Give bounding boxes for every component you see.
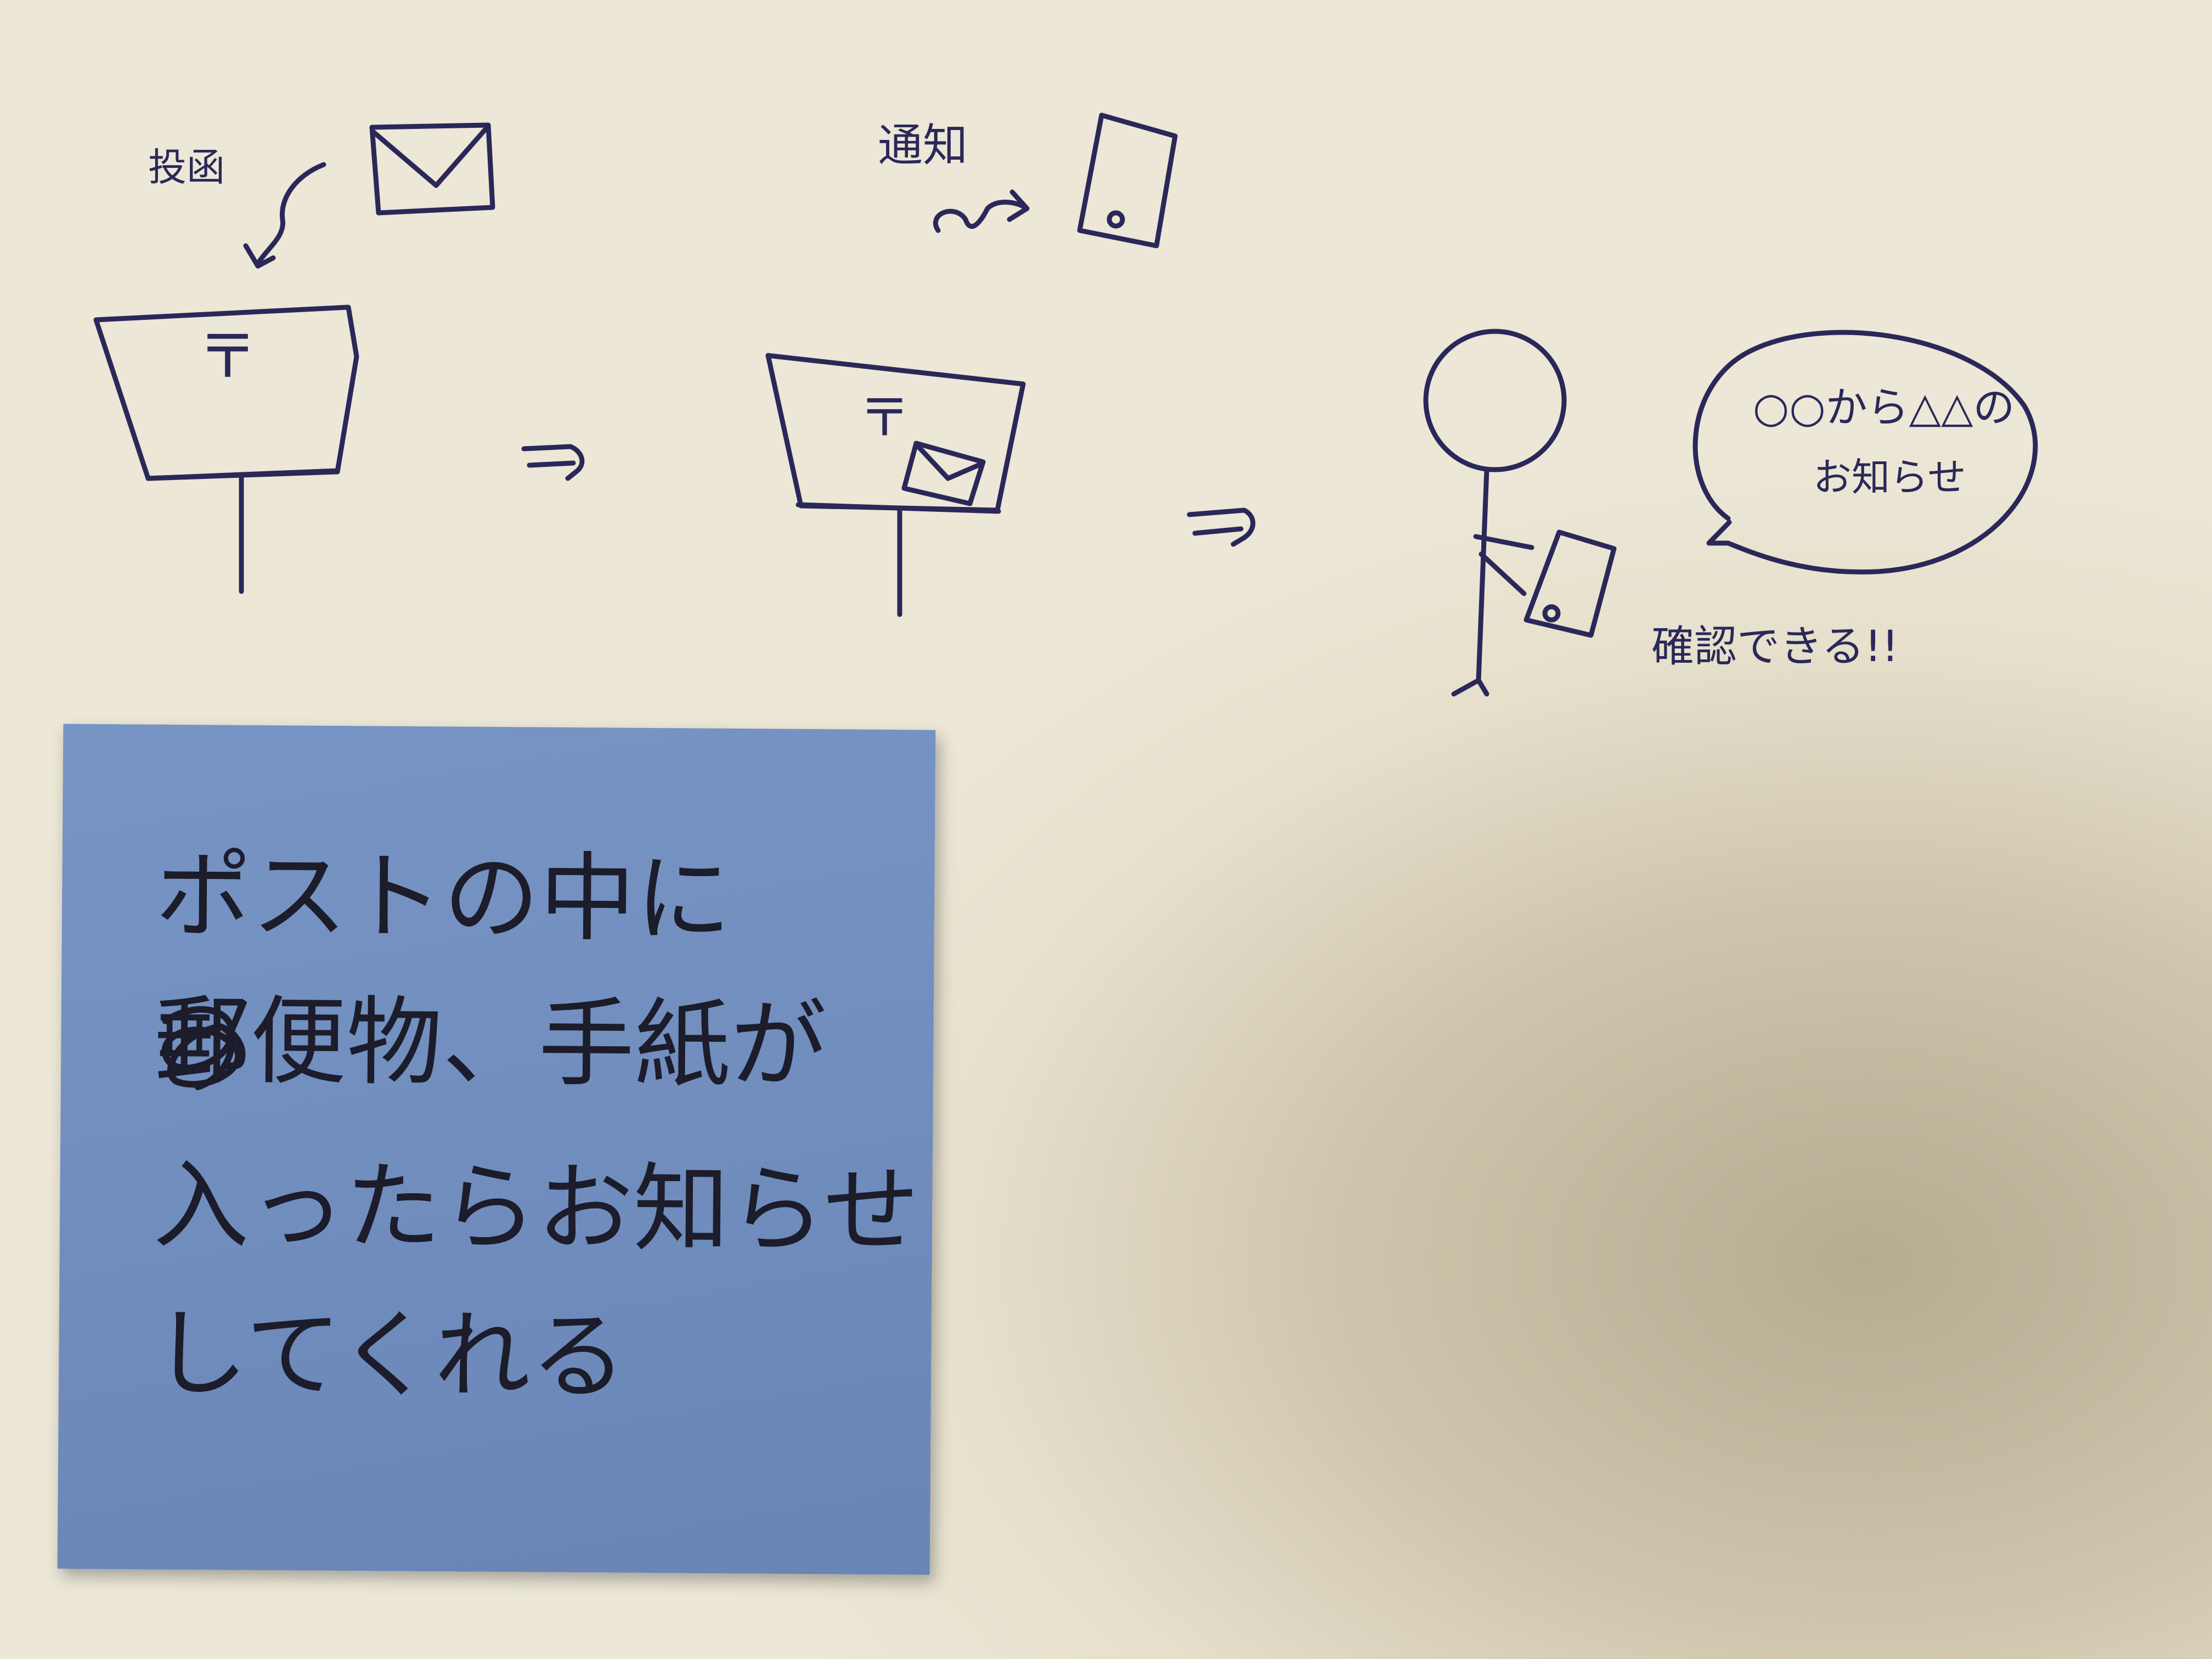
step2-wavy-arrow-icon — [933, 189, 1030, 233]
sticky-note-line-1: ポストの中に — [155, 840, 732, 956]
sticky-note-line-2: 郵便物、手紙が — [154, 985, 827, 1102]
flow-arrow-1-icon — [521, 444, 585, 481]
speech-bubble — [1692, 330, 2038, 575]
step2-phone-icon — [1077, 112, 1178, 249]
step1-envelope-icon — [369, 122, 495, 216]
step1-post-mark: 〒 — [198, 321, 258, 392]
crossed-out-scribble-icon — [161, 1006, 242, 1091]
step3-phone-icon — [1523, 529, 1617, 638]
step1-label: 投函 — [148, 145, 225, 190]
flow-arrow-2-icon — [1187, 507, 1256, 547]
sticky-note: ポストの中に 郵便物、手紙が 入ったらお知らせ してくれる — [57, 724, 936, 1575]
sticky-note-line-3: 入ったらお知らせ — [153, 1150, 920, 1267]
speech-bubble-line1: ○○から△△の — [1753, 383, 2015, 432]
step1-curved-arrow-icon — [243, 162, 326, 269]
person-icon — [1423, 329, 1567, 697]
speech-bubble-line2: お知らせ — [1813, 455, 1966, 500]
step3-caption: 確認できる!! — [1651, 622, 1899, 672]
step2-label: 通知 — [878, 120, 968, 172]
step1-mailbox-icon — [93, 304, 359, 594]
sticky-note-line-4: してくれる — [151, 1298, 627, 1413]
step2-mailbox-icon — [765, 353, 1026, 617]
step2-post-mark: 〒 — [859, 388, 911, 448]
